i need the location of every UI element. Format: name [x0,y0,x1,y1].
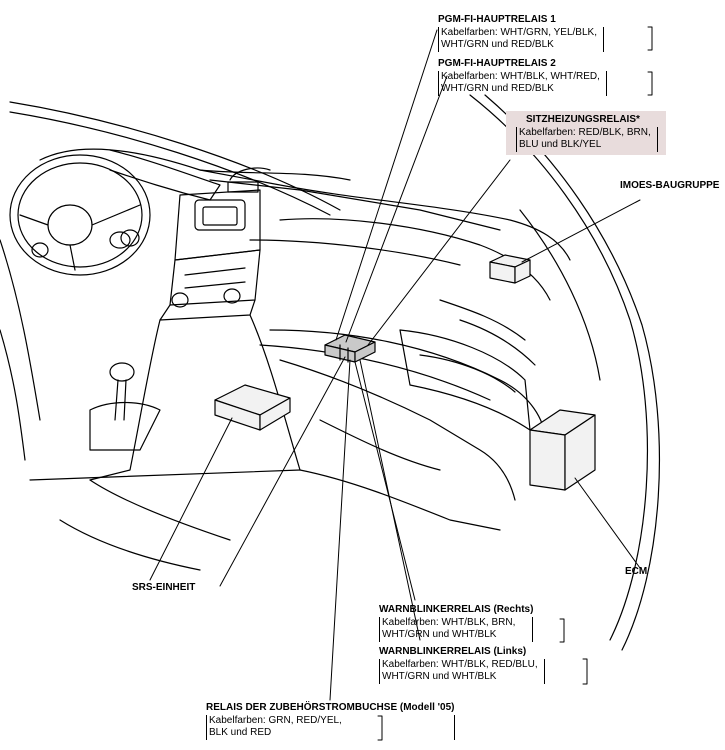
accessory-socket-relay-title: RELAIS DER ZUBEHÖRSTROMBUCHSE (Modell '0… [206,702,455,713]
pgm-fi-relay-1-label: PGM-FI-HAUPTRELAIS 1 Kabelfarben: WHT/GR… [438,14,604,52]
windshield-outline [9,94,660,651]
pgm-fi-relay-2-label: PGM-FI-HAUPTRELAIS 2 Kabelfarben: WHT/BL… [438,58,607,96]
steering-wheel [9,154,151,276]
accessory-socket-relay-label: RELAIS DER ZUBEHÖRSTROMBUCHSE (Modell '0… [206,702,455,740]
wire-line: Kabelfarben: GRN, RED/YEL, [209,714,342,726]
pgm-fi-relay-1-title: PGM-FI-HAUPTRELAIS 1 [438,14,556,25]
center-console [29,314,301,571]
hazard-relay-right-title: WARNBLINKERRELAIS (Rechts) [379,604,534,615]
wire-line: Kabelfarben: WHT/GRN, YEL/BLK, [441,26,597,38]
hazard-relay-left-title: WARNBLINKERRELAIS (Links) [379,646,527,657]
ecm-unit [529,409,596,491]
hazard-relay-right-wires: Kabelfarben: WHT/BLK, BRN, WHT/GRN und W… [379,616,534,642]
wire-line: Kabelfarben: WHT/BLK, RED/BLU, [382,658,538,670]
instrument-cluster [109,149,221,247]
imoes-module [489,254,531,284]
wire-line: BLU und BLK/YEL [519,139,602,150]
pgm-fi-relay-1-wires: Kabelfarben: WHT/GRN, YEL/BLK, WHT/GRN u… [438,26,604,52]
srs-unit [214,384,291,431]
leader-lines [149,29,641,701]
hazard-relay-left-wires: Kabelfarben: WHT/BLK, RED/BLU, WHT/GRN u… [379,658,545,684]
wire-line: WHT/GRN und WHT/BLK [382,671,497,682]
wire-line: Kabelfarben: WHT/BLK, WHT/RED, [441,70,600,82]
pgm-fi-relay-2-wires: Kabelfarben: WHT/BLK, WHT/RED, WHT/GRN u… [438,70,607,96]
seat-heater-relay-title: SITZHEIZUNGSRELAIS* [526,114,640,125]
wire-line: Kabelfarben: RED/BLK, BRN, [519,126,651,138]
dashboard-outline [39,148,571,501]
wire-line: WHT/GRN und RED/BLK [441,39,554,50]
pgm-fi-relay-2-title: PGM-FI-HAUPTRELAIS 2 [438,58,556,69]
srs-label: SRS-EINHEIT [132,582,196,593]
hazard-relay-left-label: WARNBLINKERRELAIS (Links) Kabelfarben: W… [379,646,545,684]
ecm-label: ECM [625,566,648,577]
seat-heater-relay-wires: Kabelfarben: RED/BLK, BRN, BLU und BLK/Y… [516,126,658,152]
wire-line: BLK und RED [209,727,272,738]
relay-cluster [324,334,376,363]
accessory-socket-relay-wires: Kabelfarben: GRN, RED/YEL, BLK und RED [206,714,455,740]
seat-heater-relay-label: SITZHEIZUNGSRELAIS* Kabelfarben: RED/BLK… [506,111,666,155]
center-stack [159,167,271,321]
hazard-relay-right-label: WARNBLINKERRELAIS (Rechts) Kabelfarben: … [379,604,534,642]
floor-lines [0,239,501,531]
wire-line: Kabelfarben: WHT/BLK, BRN, [382,616,516,628]
wire-line: WHT/GRN und RED/BLK [441,83,554,94]
imoes-label: IMOES-BAUGRUPPE [620,180,720,191]
wire-line: WHT/GRN und WHT/BLK [382,629,497,640]
label-brackets [377,26,653,741]
